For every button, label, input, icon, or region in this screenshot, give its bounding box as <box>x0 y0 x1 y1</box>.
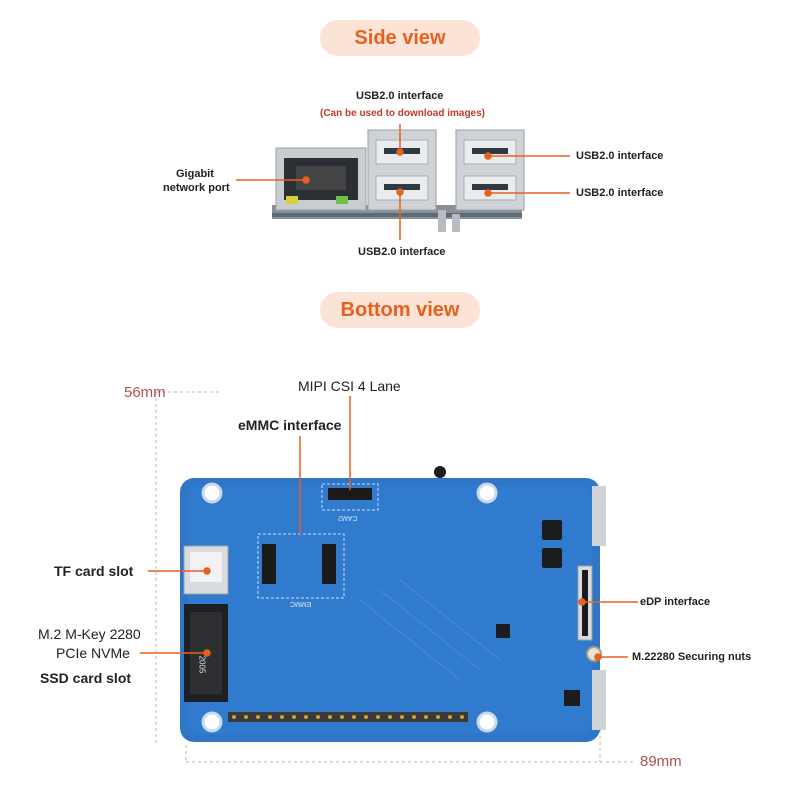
usb-right1-label: USB2.0 interface <box>576 150 663 162</box>
usb-bottom-label: USB2.0 interface <box>358 246 445 258</box>
usb-top-label: USB2.0 interface <box>356 90 443 102</box>
ssd-label: SSD card slot <box>40 670 131 686</box>
edp-label: eDP interface <box>640 596 710 608</box>
usb-right2-label: USB2.0 interface <box>576 187 663 199</box>
ethernet-port-icon <box>276 148 366 210</box>
m2-label-line1: M.2 M-Key 2280 <box>38 626 141 642</box>
usb-top-note: (Can be used to download images) <box>320 108 485 119</box>
gigabit-label-line1: Gigabit <box>176 168 214 180</box>
silk-emmc: EMMC <box>290 600 311 607</box>
mipi-label: MIPI CSI 4 Lane <box>298 378 401 394</box>
gigabit-label-line2: network port <box>163 182 230 194</box>
usb-stack-left-icon <box>368 130 436 210</box>
height-dimension: 56mm <box>124 384 166 401</box>
gpio-header <box>228 712 468 722</box>
usb-stack-right-icon <box>456 130 524 210</box>
emmc-label: eMMC interface <box>238 417 341 433</box>
nuts-label: M.22280 Securing nuts <box>632 651 751 663</box>
silk-cam: CAM2 <box>338 514 357 521</box>
width-dimension: 89mm <box>640 753 682 770</box>
m2-label-line2: PCIe NVMe <box>56 645 130 661</box>
silk-m2: 2005 <box>197 656 206 674</box>
tf-card-label: TF card slot <box>54 563 133 579</box>
